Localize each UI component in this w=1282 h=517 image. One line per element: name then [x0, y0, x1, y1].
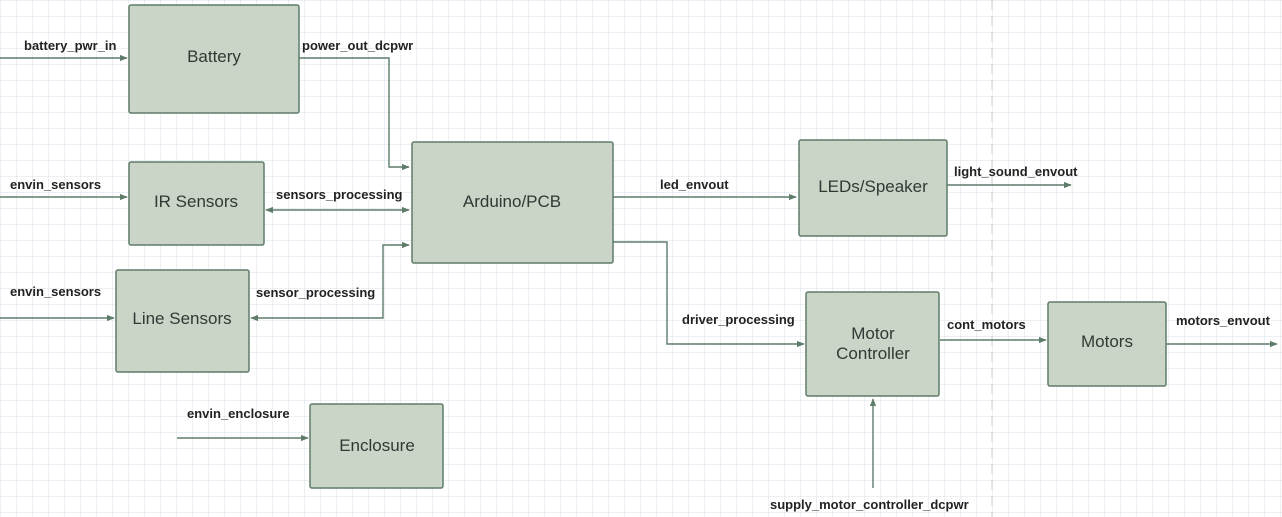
signal-label-sensors-processing: sensors_processing	[276, 187, 403, 202]
signal-label-motors-envout: motors_envout	[1176, 313, 1271, 328]
ir-sensors-block[interactable]: IR Sensors	[128, 161, 265, 246]
line-sensors-block[interactable]: Line Sensors	[115, 269, 250, 373]
ir-sensors-block-label: IR Sensors	[154, 192, 238, 211]
leds-speaker-block[interactable]: LEDs/Speaker	[798, 139, 948, 237]
motor-controller-block-label-2: Controller	[836, 344, 910, 363]
arduino-pcb-block-label: Arduino/PCB	[463, 192, 561, 211]
wire-power-out-dcpwr[interactable]	[299, 57, 410, 171]
signal-label-power-out-dcpwr: power_out_dcpwr	[302, 38, 413, 53]
signal-label-envin-sensors-ir: envin_sensors	[10, 177, 101, 192]
motors-block[interactable]: Motors	[1047, 301, 1167, 387]
signal-label-sensor-processing: sensor_processing	[256, 285, 375, 300]
signal-label-cont-motors: cont_motors	[947, 317, 1026, 332]
signal-label-driver-processing: driver_processing	[682, 312, 795, 327]
arduino-pcb-block[interactable]: Arduino/PCB	[411, 141, 614, 264]
signal-label-led-envout: led_envout	[660, 177, 729, 192]
wire-sensor-processing[interactable]	[250, 241, 410, 322]
signal-label-light-sound-envout: light_sound_envout	[954, 164, 1078, 179]
signal-label-supply-motor-controller-dcpwr: supply_motor_controller_dcpwr	[770, 497, 969, 512]
battery-block[interactable]: Battery	[128, 4, 300, 114]
signal-label-battery-pwr-in: battery_pwr_in	[24, 38, 117, 53]
motor-controller-block-label-1: Motor	[851, 324, 895, 343]
enclosure-block[interactable]: Enclosure	[309, 403, 444, 489]
signal-label-envin-sensors-line: envin_sensors	[10, 284, 101, 299]
enclosure-block-label: Enclosure	[339, 436, 415, 455]
motors-block-label: Motors	[1081, 332, 1133, 351]
line-sensors-block-label: Line Sensors	[132, 309, 231, 328]
battery-block-label: Battery	[187, 47, 241, 66]
motor-controller-block[interactable]: Motor Controller	[805, 291, 940, 397]
wire-driver-processing[interactable]	[613, 241, 805, 348]
signal-label-envin-enclosure: envin_enclosure	[187, 406, 290, 421]
leds-speaker-block-label: LEDs/Speaker	[818, 177, 928, 196]
